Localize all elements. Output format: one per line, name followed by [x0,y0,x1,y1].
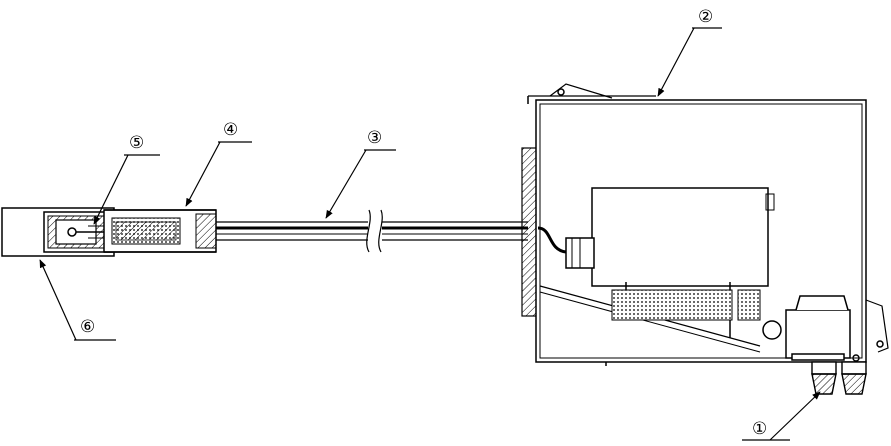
callout-6: ⑥ [39,259,116,341]
callout-1-label: ① [752,419,767,439]
callout-1: ① [742,391,821,441]
callout-3: ③ [325,128,396,219]
connector-sleeve [103,209,217,253]
callout-5: ⑤ [93,133,160,225]
callout-6-label: ⑥ [80,317,95,337]
callout-5-label: ⑤ [129,133,144,153]
cable-glands [811,354,867,395]
callout-4: ④ [185,120,252,207]
callout-2: ② [657,7,722,97]
terminal-block [762,295,851,361]
transmitter-module [537,187,775,338]
callout-4-label: ④ [223,120,238,140]
probe-housing [1,207,115,257]
cable [216,209,528,253]
callout-2-label: ② [698,7,713,27]
callout-3-label: ③ [367,128,382,148]
